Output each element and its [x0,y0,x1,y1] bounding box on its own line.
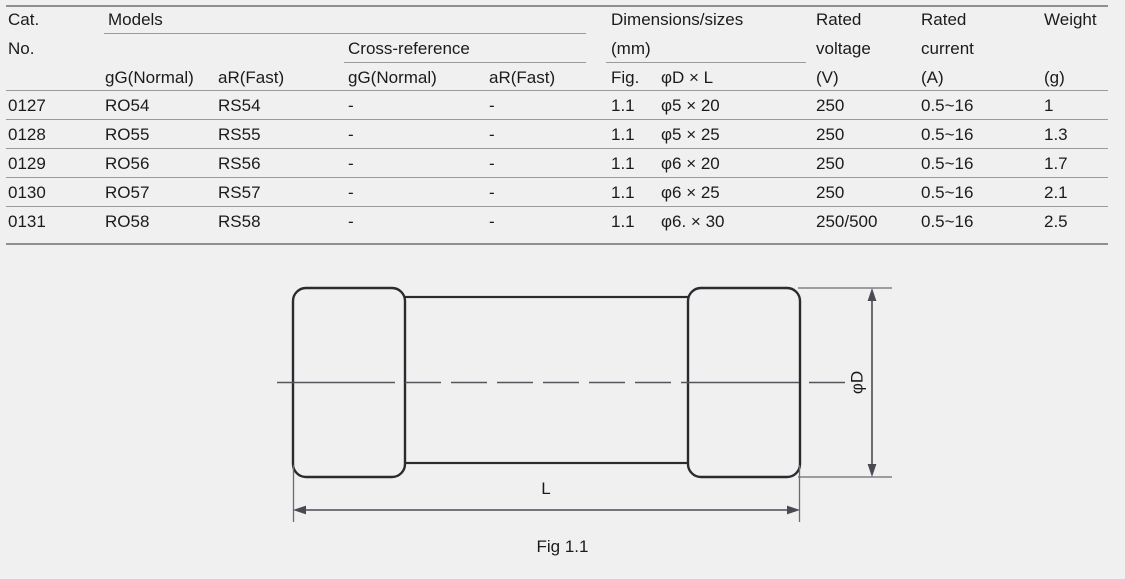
cell-cat-no: 0130 [8,183,46,202]
cell-fig: 1.1 [611,212,635,231]
header-cat-no-line1: Cat. [8,10,40,29]
cell-rated-current: 0.5~16 [921,212,974,231]
models-group-rule [104,33,586,34]
header-models: Models [108,10,163,29]
cell-weight: 2.5 [1044,212,1068,231]
fuse-specification-table: Cat. No. Models Cross-reference gG(Norma… [0,0,1125,250]
cell-fig: 1.1 [611,125,635,144]
cell-fig: 1.1 [611,154,635,173]
header-models-ar: aR(Fast) [218,68,285,87]
header-weight-unit: (g) [1044,68,1065,87]
diameter-dimension [798,287,892,478]
header-weight: Weight [1044,10,1097,29]
cell-weight: 1.3 [1044,125,1068,144]
cell-xref-ar: - [489,183,495,202]
cell-xref-gg: - [348,183,354,202]
cell-weight: 1 [1044,96,1054,115]
xref-group-rule [344,62,586,63]
cell-rated-current: 0.5~16 [921,96,974,115]
cell-models-gg: RO57 [105,183,150,202]
cell-models-ar: RS56 [218,154,261,173]
row-rule-4 [6,206,1108,207]
fuse-body-tube [398,295,700,465]
cell-rated-voltage: 250 [816,154,845,173]
cell-models-gg: RO56 [105,154,150,173]
cell-cat-no: 0127 [8,96,46,115]
header-models-gg: gG(Normal) [105,68,194,87]
cell-models-gg: RO54 [105,96,150,115]
header-dimensions-line1: Dimensions/sizes [611,10,744,29]
header-diameter-length: φD × L [661,68,714,87]
cell-xref-ar: - [489,125,495,144]
cell-models-ar: RS55 [218,125,261,144]
header-xref-gg: gG(Normal) [348,68,437,87]
row-rule-3 [6,177,1108,178]
cell-models-ar: RS54 [218,96,261,115]
fuse-dimension-drawing: φD L Fig 1.1 [0,250,1125,579]
header-rated-voltage-line1: Rated [816,10,862,29]
header-xref-ar: aR(Fast) [489,68,556,87]
header-rated-current-line2: current [921,39,974,58]
length-dimension-label: L [541,479,550,498]
header-rated-voltage-unit: (V) [816,68,839,87]
cell-xref-gg: - [348,154,354,173]
cell-models-ar: RS57 [218,183,261,202]
cell-rated-current: 0.5~16 [921,154,974,173]
cell-rated-voltage: 250 [816,125,845,144]
cell-models-ar: RS58 [218,212,261,231]
cell-xref-ar: - [489,212,495,231]
header-dimensions-line2: (mm) [611,39,651,58]
cell-xref-ar: - [489,96,495,115]
cell-cat-no: 0131 [8,212,46,231]
row-rule-2 [6,148,1108,149]
cell-size: φ5 × 25 [661,125,720,144]
header-cross-reference: Cross-reference [348,39,470,58]
cell-weight: 1.7 [1044,154,1068,173]
row-rule-1 [6,119,1108,120]
cell-fig: 1.1 [611,183,635,202]
cell-xref-gg: - [348,212,354,231]
cell-size: φ6. × 30 [661,212,725,231]
header-rated-current-line1: Rated [921,10,967,29]
cell-size: φ6 × 20 [661,154,720,173]
cell-fig: 1.1 [611,96,635,115]
cell-rated-current: 0.5~16 [921,183,974,202]
cell-size: φ5 × 20 [661,96,720,115]
figure-caption: Fig 1.1 [536,537,589,556]
cell-cat-no: 0128 [8,125,46,144]
cell-rated-voltage: 250 [816,96,845,115]
table-top-rule [6,5,1108,7]
cell-models-gg: RO58 [105,212,150,231]
cell-rated-voltage: 250 [816,183,845,202]
length-dimension [292,465,801,522]
cell-xref-gg: - [348,96,354,115]
cell-size: φ6 × 25 [661,183,720,202]
dimensions-group-rule [606,62,806,63]
header-rated-voltage-line2: voltage [816,39,871,58]
cell-rated-voltage: 250/500 [816,212,878,231]
header-cat-no-line2: No. [8,39,35,58]
header-bottom-rule [6,90,1108,91]
header-rated-current-unit: (A) [921,68,944,87]
cell-xref-ar: - [489,154,495,173]
cell-weight: 2.1 [1044,183,1068,202]
diameter-dimension-label: φD [847,371,866,394]
header-fig: Fig. [611,68,640,87]
cell-models-gg: RO55 [105,125,150,144]
table-bottom-rule [6,243,1108,245]
cell-cat-no: 0129 [8,154,46,173]
cell-rated-current: 0.5~16 [921,125,974,144]
cell-xref-gg: - [348,125,354,144]
